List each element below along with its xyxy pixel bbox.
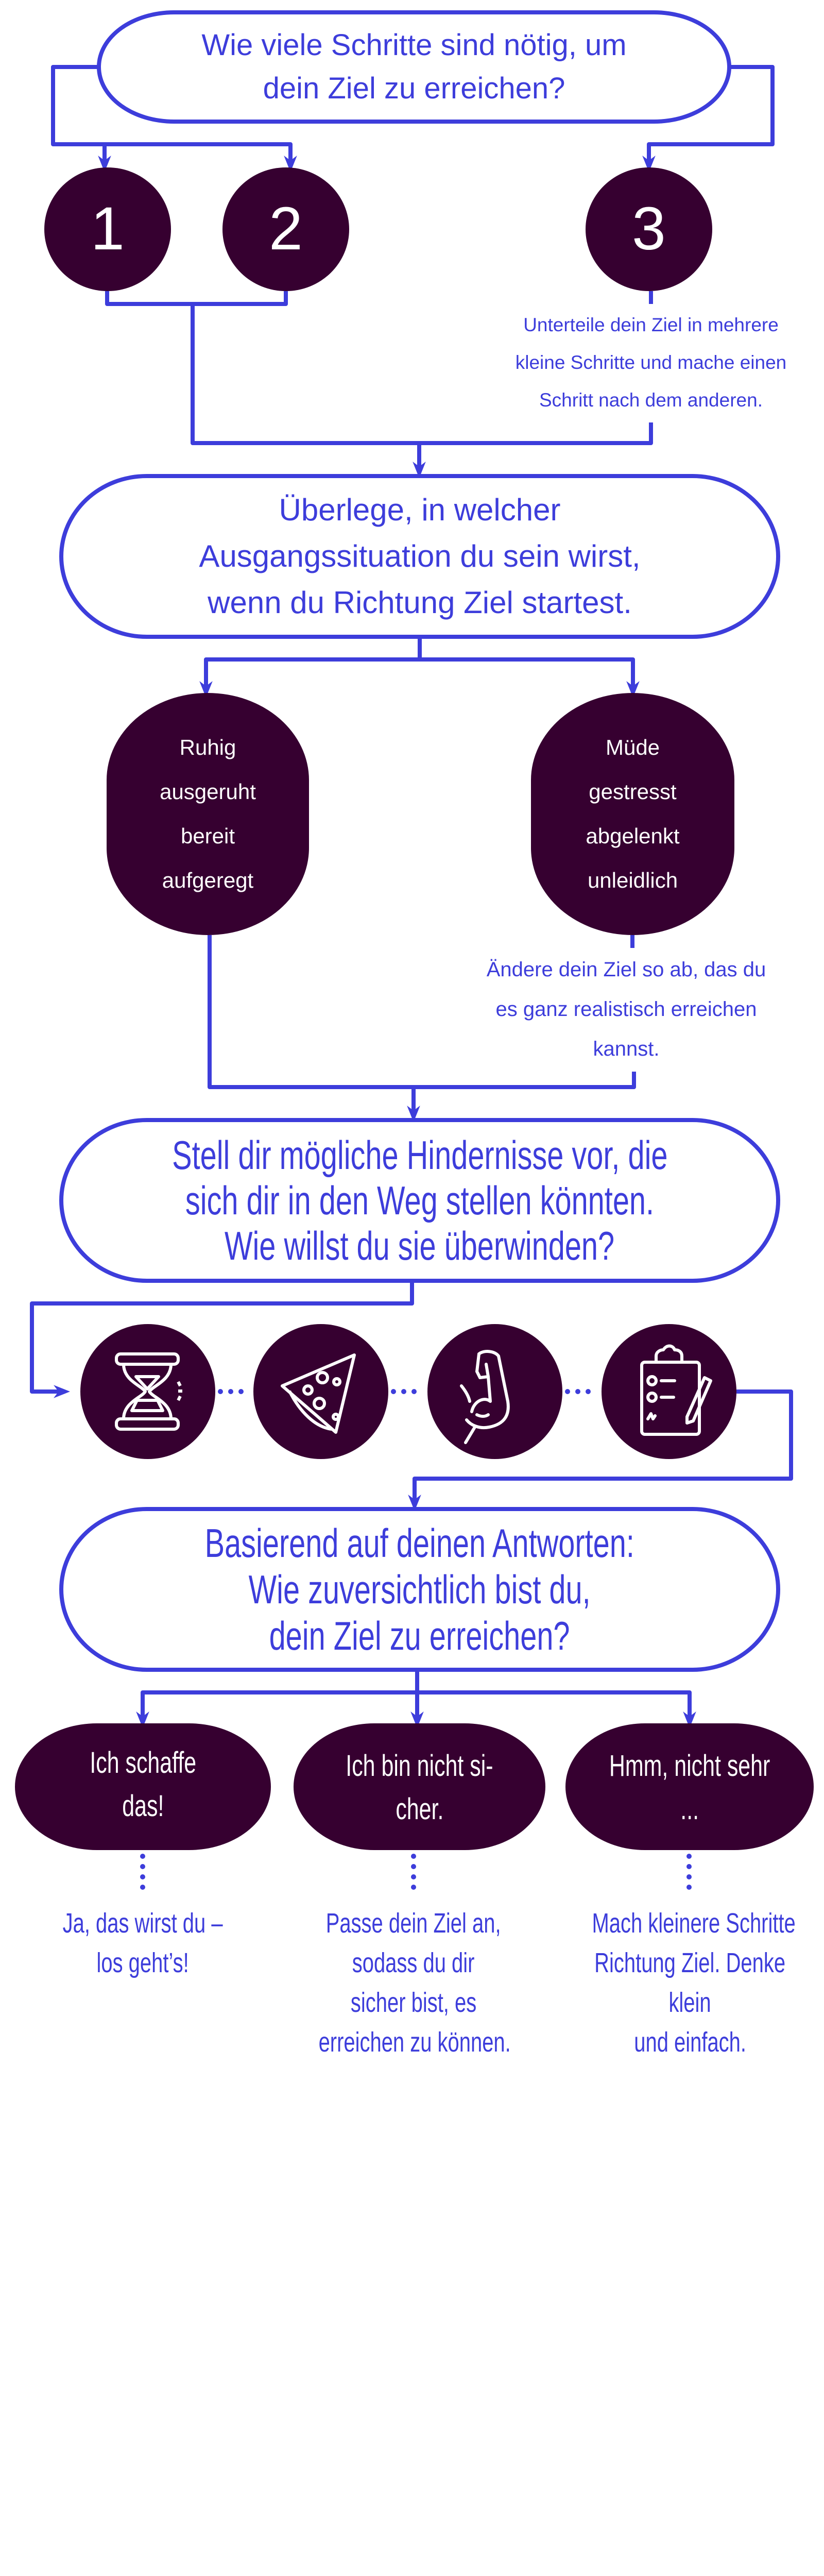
answer-label-unsure: Ich bin nicht si- cher. (346, 1749, 493, 1826)
question-situation-text: Überlege, in welcher Ausgangssituation d… (199, 493, 641, 620)
option-3-advice: Unterteile dein Ziel in mehrere kleine S… (515, 314, 787, 411)
pizza-icon (281, 1353, 356, 1434)
connector-to-good (199, 657, 420, 698)
clipboard-checklist-icon (640, 1344, 712, 1436)
connector-q1-to-1-2 (51, 65, 297, 172)
flexed-arm-icon (460, 1350, 510, 1444)
connector-icons-to-q4 (408, 1389, 793, 1511)
answer-box-confident (15, 1723, 271, 1850)
bad-state-list: Müde gestresst abgelenkt unleidlich (586, 735, 680, 892)
question-box-steps (97, 10, 731, 124)
bad-state-advice: Ändere dein Ziel so ab, das du es ganz r… (486, 958, 766, 1060)
option-circle-1 (44, 167, 171, 291)
answer-advice-confident: Ja, das wirst du – los geht’s! (62, 1908, 223, 1978)
connector-to-bad (420, 657, 640, 698)
answer-box-unsure (294, 1723, 545, 1850)
connector-lines (30, 65, 793, 1900)
option-circle-2 (222, 167, 349, 291)
bad-state-pill (531, 693, 734, 935)
answer-advice-unsure: Passe dein Ziel an, sodass du dir sicher… (318, 1908, 511, 2058)
connector-merge-1 (191, 304, 653, 445)
answer-label-doubtful: Hmm, nicht sehr ... (609, 1749, 770, 1826)
question-box-confidence (59, 1507, 780, 1672)
connector-to-answer-3 (417, 1690, 696, 1728)
answer-box-doubtful (565, 1723, 814, 1850)
connector-1-2-join (105, 291, 288, 306)
question-box-obstacles (59, 1118, 780, 1283)
obstacle-circle-strength (427, 1324, 562, 1459)
option-label-3: 3 (632, 195, 666, 263)
option-label-1: 1 (91, 195, 125, 263)
connector-q3-to-icons (30, 1283, 414, 1398)
connector-to-answer-1 (136, 1690, 417, 1728)
answer-advice-doubtful: Mach kleinere Schritte Richtung Ziel. De… (592, 1908, 796, 2058)
goal-flowchart: Wie viele Schritte sind nötig, um dein Z… (15, 10, 814, 2058)
option-circle-3 (586, 167, 712, 291)
question-obstacles-text: Stell dir mögliche Hindernisse vor, die … (171, 1132, 668, 1268)
question-confidence-text: Basierend auf deinen Antworten: Wie zuve… (204, 1520, 635, 1658)
connector-merge-2 (208, 935, 636, 1089)
good-state-list: Ruhig ausgeruht bereit aufgeregt (160, 735, 256, 892)
question-steps-text: Wie viele Schritte sind nötig, um dein Z… (201, 28, 627, 105)
question-box-situation (59, 474, 780, 639)
answer-label-confident: Ich schaffe das! (90, 1746, 196, 1823)
obstacle-circle-food (253, 1324, 388, 1459)
good-state-pill (107, 693, 309, 935)
option-label-2: 2 (269, 195, 303, 263)
connector-q1-to-3 (642, 65, 775, 172)
hourglass-icon (115, 1352, 182, 1431)
